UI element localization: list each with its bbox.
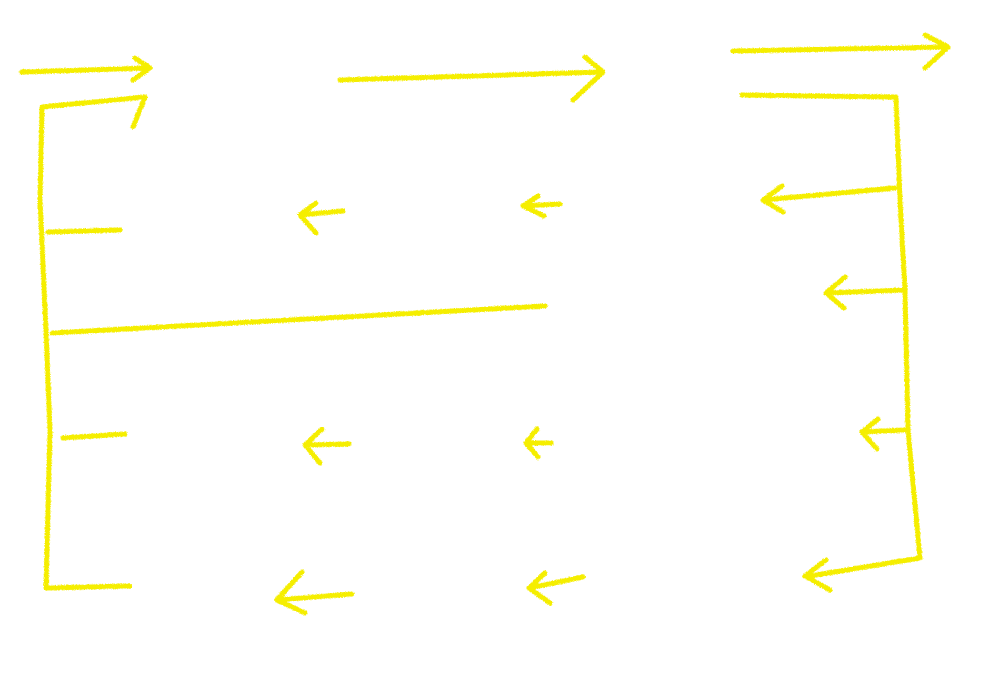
bottom-row-left-arrow-b (526, 570, 586, 606)
right-upper-left-arrow (760, 183, 898, 215)
left-bracket-line (37, 94, 148, 591)
right-second-left-arrow (823, 274, 906, 311)
right-third-left-arrow (859, 416, 908, 452)
upper-row-left-arrow-b (520, 193, 563, 219)
sketch-strokes (19, 32, 951, 616)
middle-row-left-arrow-a (302, 426, 352, 466)
upper-row-left-arrow-a (297, 200, 346, 236)
right-bracket-line (739, 92, 923, 579)
middle-horizontal-line (49, 303, 548, 336)
bottom-row-left-arrow-a (274, 569, 355, 616)
middle-row-left-arrow-b (523, 426, 554, 460)
left-bracket-tick-upper (45, 227, 123, 235)
top-middle-right-arrow (337, 54, 606, 103)
top-right-right-arrow (730, 32, 951, 71)
top-left-right-arrow (19, 55, 153, 83)
left-bracket-tick-lower (60, 431, 128, 441)
right-bottom-arrowhead (802, 557, 833, 593)
